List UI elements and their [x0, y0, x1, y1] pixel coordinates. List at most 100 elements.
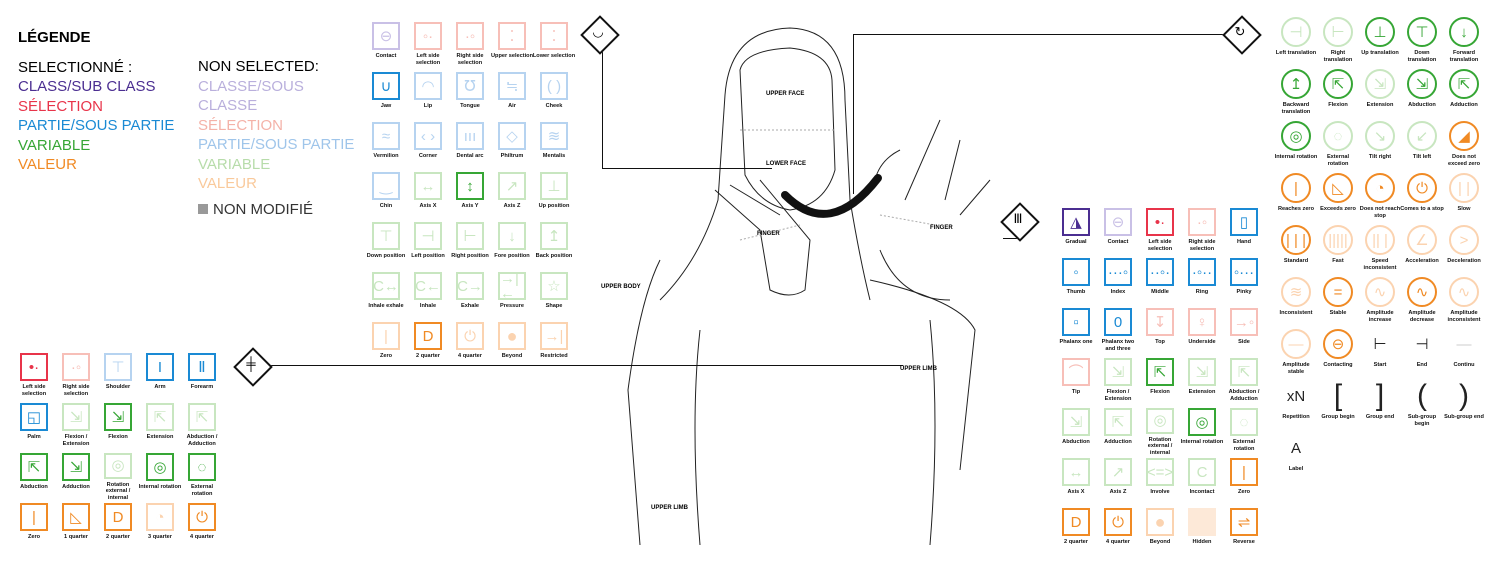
icon-tile[interactable]: ⇲Abduction — [1402, 69, 1442, 117]
air-icon[interactable]: ≒ — [498, 72, 526, 100]
down-translation-icon[interactable]: ⊤ — [1407, 17, 1437, 47]
icon-tile[interactable]: ≒Air — [492, 72, 532, 120]
icon-tile[interactable]: ▯Hand — [1224, 208, 1264, 256]
flexion-icon[interactable]: ⇱ — [1146, 358, 1174, 386]
icon-tile[interactable]: ↗Axis Z — [492, 172, 532, 220]
icon-tile[interactable]: ⊥Up position — [534, 172, 574, 220]
icon-tile[interactable]: ≋Mentalis — [534, 122, 574, 170]
icon-tile[interactable]: ↕Axis Y — [450, 172, 490, 220]
lip-icon[interactable]: ◠ — [414, 72, 442, 100]
inhale-icon[interactable]: C← — [414, 272, 442, 300]
rotation-external-internal-icon[interactable]: ◎ — [1146, 408, 1174, 434]
icon-tile[interactable]: ⊖Contact — [366, 22, 406, 70]
icon-tile[interactable]: ⏻Comes to a stop — [1400, 173, 1444, 221]
palm-icon[interactable]: ◱ — [20, 403, 48, 431]
icon-tile[interactable]: ⊤Down position — [366, 222, 406, 270]
icon-tile[interactable]: (Sub-group begin — [1402, 381, 1442, 429]
icon-tile[interactable]: ]Group end — [1360, 381, 1400, 429]
ring-icon[interactable]: ·◦·· — [1188, 258, 1216, 286]
deceleration-icon[interactable]: > — [1449, 225, 1479, 255]
extension-icon[interactable]: ⇲ — [1365, 69, 1395, 99]
icon-tile[interactable]: ◎Internal rotation — [1181, 408, 1223, 456]
icon-tile[interactable]: ↓Fore position — [492, 222, 532, 270]
icon-tile[interactable]: )Sub-group end — [1444, 381, 1484, 429]
icon-tile[interactable]: ↙Tilt left — [1402, 121, 1442, 169]
icon-tile[interactable]: —Continu — [1444, 329, 1484, 377]
icon-tile[interactable]: ℧Tongue — [450, 72, 490, 120]
fast-icon[interactable]: ||||| — [1323, 225, 1353, 255]
icon-tile[interactable]: ⇲Extension — [1182, 358, 1222, 406]
icon-tile[interactable]: ↔Axis X — [408, 172, 448, 220]
icon-tile[interactable]: ∠Acceleration — [1402, 225, 1442, 273]
icon-tile[interactable]: ⇱Flexion — [1140, 358, 1180, 406]
4-quarter-icon[interactable]: ⏻ — [456, 322, 484, 350]
zero-icon[interactable]: | — [1230, 458, 1258, 486]
1-quarter-icon[interactable]: ◺ — [62, 503, 90, 531]
rotation-external-internal-icon[interactable]: ◎ — [104, 453, 132, 479]
left-side-selection-icon[interactable]: •· — [20, 353, 48, 381]
icon-tile[interactable]: ⇱Abduction / Adduction — [1224, 358, 1264, 406]
inhale-exhale-icon[interactable]: C↔ — [372, 272, 400, 300]
up-translation-icon[interactable]: ⊥ — [1365, 17, 1395, 47]
icon-tile[interactable]: <=>Involve — [1140, 458, 1180, 506]
icon-tile[interactable]: |||||Fast — [1318, 225, 1358, 273]
icon-tile[interactable]: →|Restricted — [534, 322, 574, 370]
icon-tile[interactable]: ◌External rotation — [182, 453, 222, 501]
external-rotation-icon[interactable]: ◌ — [1323, 121, 1353, 151]
phalanx-one-icon[interactable]: ▫ — [1062, 308, 1090, 336]
icon-tile[interactable]: ⊣Left position — [408, 222, 448, 270]
left-position-icon[interactable]: ⊣ — [414, 222, 442, 250]
gradual-icon[interactable]: ◮ — [1062, 208, 1090, 236]
abduction-adduction-icon[interactable]: ⇱ — [1230, 358, 1258, 386]
involve-icon[interactable]: <=> — [1146, 458, 1174, 486]
icon-tile[interactable]: ◺1 quarter — [56, 503, 96, 551]
icon-tile[interactable]: ···◦Index — [1098, 258, 1138, 306]
icon-tile[interactable]: ··◦·Middle — [1140, 258, 1180, 306]
icon-tile[interactable]: ( )Cheek — [534, 72, 574, 120]
icon-tile[interactable]: ⊢Start — [1360, 329, 1400, 377]
axis-z-icon[interactable]: ↗ — [1104, 458, 1132, 486]
extension-icon[interactable]: ⇱ — [146, 403, 174, 431]
amplitude-decrease-icon[interactable]: ∿ — [1407, 277, 1437, 307]
icon-tile[interactable]: |Zero — [1224, 458, 1264, 506]
icon-tile[interactable]: ⏻4 quarter — [450, 322, 490, 370]
icon-tile[interactable]: •·Left side selection — [14, 353, 54, 401]
icon-tile[interactable]: ≋Inconsistent — [1276, 277, 1316, 325]
inconsistent-icon[interactable]: ≋ — [1281, 277, 1311, 307]
icon-tile[interactable]: ◱Palm — [14, 403, 54, 451]
icon-tile[interactable]: ·◦Right side selection — [450, 22, 490, 70]
icon-tile[interactable]: ·◦··Ring — [1182, 258, 1222, 306]
shape-icon[interactable]: ☆ — [540, 272, 568, 300]
axis-x-icon[interactable]: ↔ — [414, 172, 442, 200]
hidden-icon[interactable] — [1188, 508, 1216, 536]
icon-tile[interactable]: ⇲Extension — [1360, 69, 1400, 117]
flexion-extension-icon[interactable]: ⇲ — [62, 403, 90, 431]
icon-tile[interactable]: ↥Backward translation — [1276, 69, 1316, 117]
right-side-selection-icon[interactable]: ·◦ — [1188, 208, 1216, 236]
middle-icon[interactable]: ··◦· — [1146, 258, 1174, 286]
reaches-zero-icon[interactable]: | — [1281, 173, 1311, 203]
icon-tile[interactable]: |Zero — [366, 322, 406, 370]
icon-tile[interactable]: C↔Inhale exhale — [366, 272, 406, 320]
icon-tile[interactable]: ⊢Right translation — [1318, 17, 1358, 65]
does-not-reach-stop-icon[interactable]: ◔ — [1365, 173, 1395, 203]
icon-tile[interactable]: ⇲Flexion / Extension — [56, 403, 96, 451]
icon-tile[interactable]: ⊖Contacting — [1318, 329, 1358, 377]
icon-tile[interactable]: ↥Back position — [534, 222, 574, 270]
end-icon[interactable]: ⊣ — [1415, 335, 1429, 353]
pinky-icon[interactable]: ◦··· — [1230, 258, 1258, 286]
icon-tile[interactable]: ·◦Right side selection — [1182, 208, 1222, 256]
icon-tile[interactable]: ◠Lip — [408, 72, 448, 120]
group-begin-icon[interactable]: [ — [1333, 379, 1343, 412]
repetition-icon[interactable]: xN — [1286, 387, 1306, 405]
icon-tile[interactable]: ⊖Contact — [1098, 208, 1138, 256]
icon-tile[interactable]: || |Speed inconsistent — [1360, 225, 1400, 273]
icon-tile[interactable]: ↗Axis Z — [1098, 458, 1138, 506]
icon-tile[interactable]: ⁚Upper selection — [491, 22, 533, 70]
icon-tile[interactable]: ∿Amplitude increase — [1360, 277, 1400, 325]
corner-icon[interactable]: ‹ › — [414, 122, 442, 150]
